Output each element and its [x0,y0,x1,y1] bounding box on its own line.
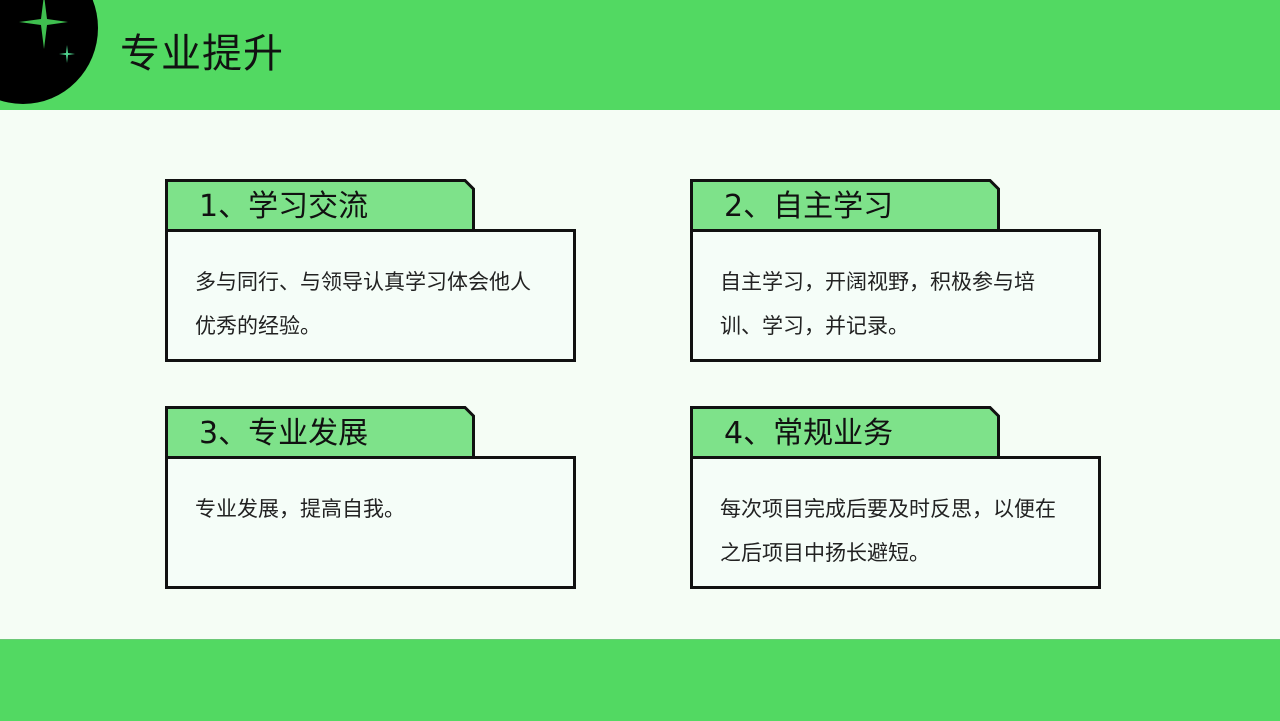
header-bar: 专业提升 [0,0,1280,110]
card-text: 多与同行、与领导认真学习体会他人优秀的经验。 [195,270,531,338]
card-text: 专业发展，提高自我。 [195,497,405,521]
card-body: 自主学习，开阔视野，积极参与培训、学习，并记录。 [690,229,1101,362]
card-heading: 4、常规业务 [724,416,894,451]
card-heading: 1、学习交流 [199,189,369,224]
page-title: 专业提升 [120,31,284,77]
logo-circle [0,0,98,104]
card-body: 多与同行、与领导认真学习体会他人优秀的经验。 [165,229,576,362]
card-heading: 2、自主学习 [724,189,894,224]
card-body: 每次项目完成后要及时反思，以便在之后项目中扬长避短。 [690,456,1101,589]
card-professional-development: 3、专业发展 专业发展，提高自我。 [165,406,576,590]
sparkle-icon [19,0,75,63]
card-text: 每次项目完成后要及时反思，以便在之后项目中扬长避短。 [720,497,1056,565]
card-text: 自主学习，开阔视野，积极参与培训、学习，并记录。 [720,270,1035,338]
footer-bar [0,639,1280,721]
card-tab: 1、学习交流 [165,179,475,232]
card-study-exchange: 1、学习交流 多与同行、与领导认真学习体会他人优秀的经验。 [165,179,576,363]
card-body: 专业发展，提高自我。 [165,456,576,589]
card-routine-business: 4、常规业务 每次项目完成后要及时反思，以便在之后项目中扬长避短。 [690,406,1101,590]
card-tab: 2、自主学习 [690,179,1000,232]
card-tab: 4、常规业务 [690,406,1000,459]
card-tab: 3、专业发展 [165,406,475,459]
card-self-study: 2、自主学习 自主学习，开阔视野，积极参与培训、学习，并记录。 [690,179,1101,363]
card-heading: 3、专业发展 [199,416,369,451]
